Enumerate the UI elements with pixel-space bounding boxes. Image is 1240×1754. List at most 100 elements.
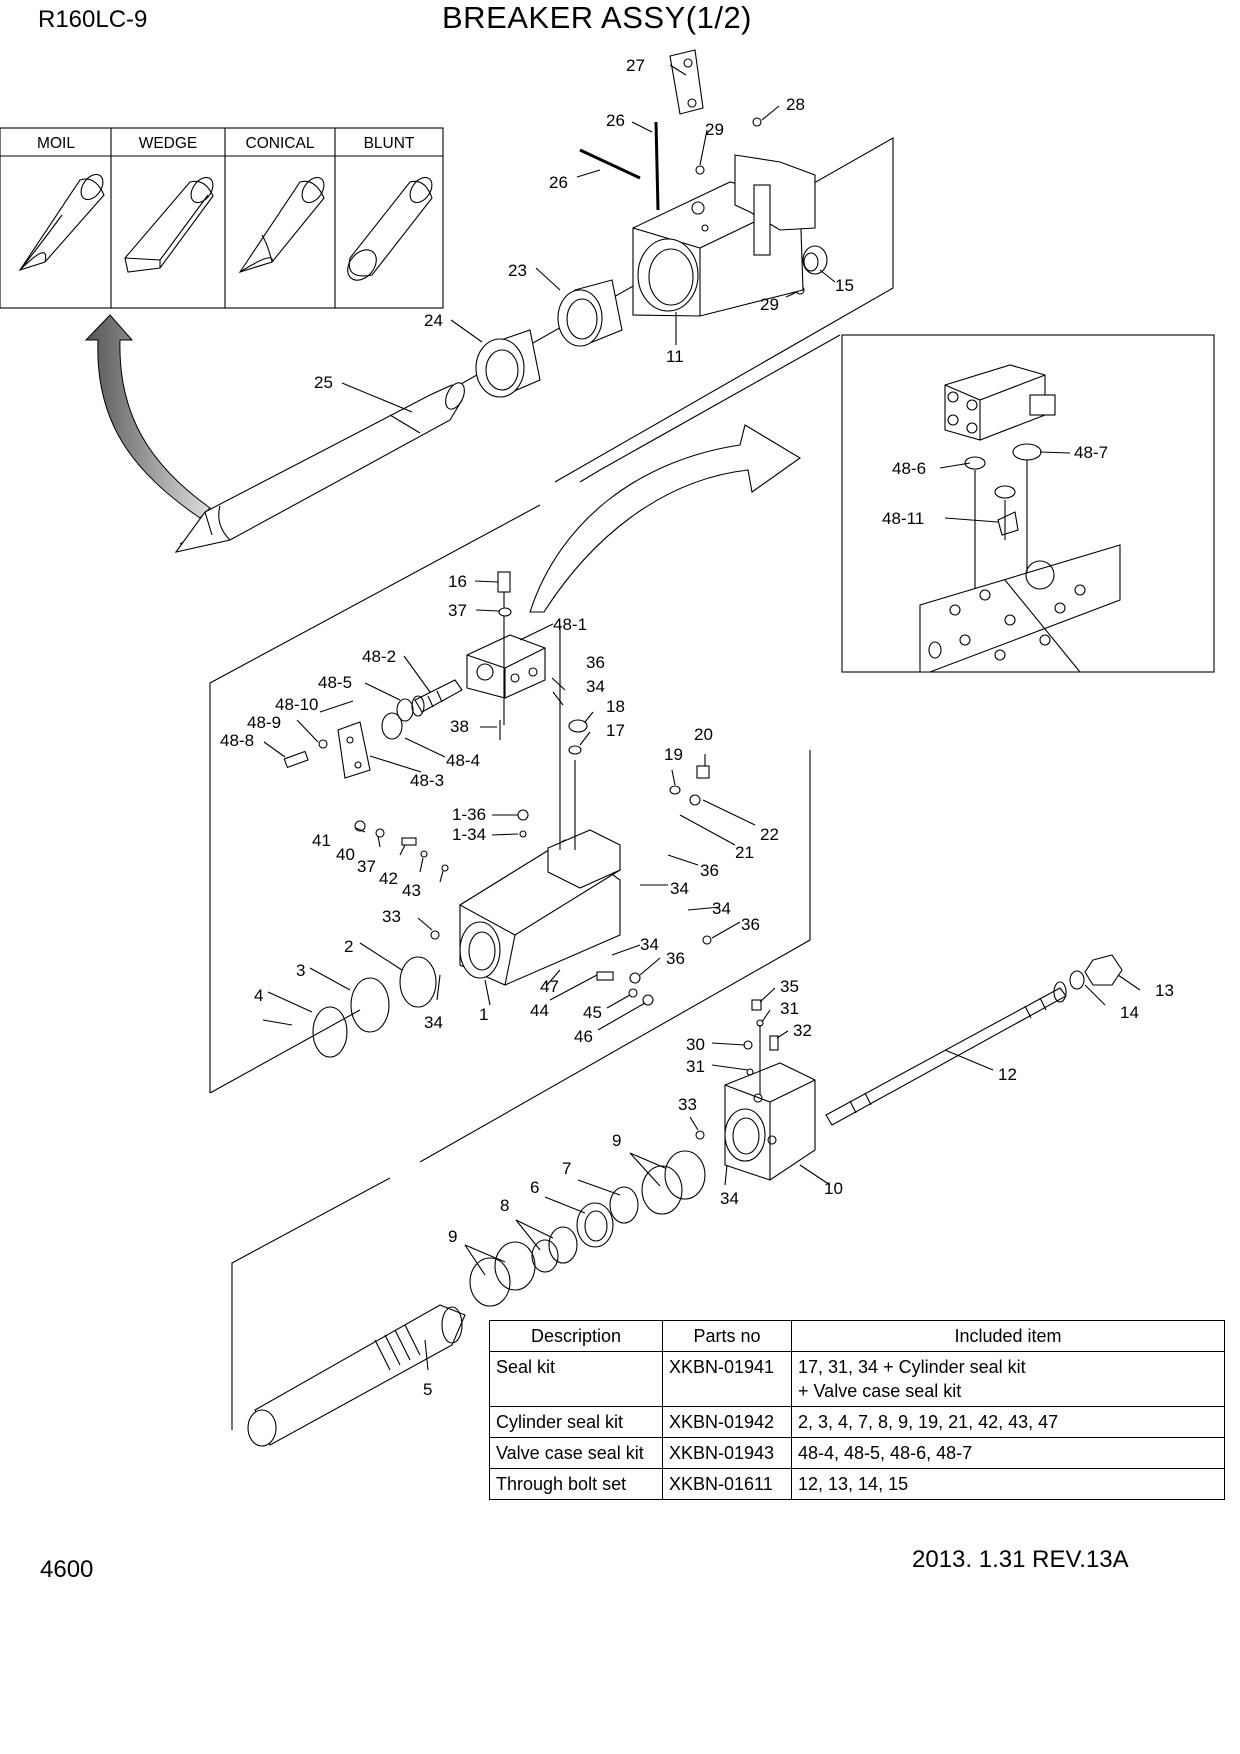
label-5: 5: [423, 1380, 432, 1399]
part-43-oring: [441, 864, 449, 872]
label-33: 33: [382, 907, 401, 926]
label-4: 4: [254, 986, 263, 1005]
part-23-bush: [557, 279, 623, 347]
label-48-1: 48-1: [553, 615, 587, 634]
label-8: 8: [500, 1196, 509, 1215]
label-48-4: 48-4: [446, 751, 480, 770]
part-8-seal-a: [548, 1226, 578, 1264]
cell-description: Seal kit: [489, 1351, 663, 1407]
part-6-seal-retainer: [576, 1202, 614, 1248]
part-20-plug: [696, 765, 710, 779]
upper-plane-outline: [179, 137, 894, 545]
table-row: Cylinder seal kit XKBN-01942 2, 3, 4, 7,…: [489, 1406, 1225, 1438]
label-21: 21: [735, 843, 754, 862]
label-48-6: 48-6: [892, 459, 926, 478]
model-number: R160LC-9: [38, 6, 148, 33]
tool-type-wedge: WEDGE: [139, 135, 198, 152]
label-16: 16: [448, 572, 467, 591]
part-5-piston: [247, 1304, 466, 1447]
col-description: Description: [489, 1320, 663, 1352]
label-29: 29: [760, 295, 779, 314]
part-35-plug: [751, 999, 762, 1011]
cell-parts-no: XKBN-01941: [662, 1351, 792, 1407]
part-36-plug-right: [702, 935, 712, 945]
part-15-bushing: [802, 245, 828, 275]
curved-arrow-to-tools-icon: [84, 314, 211, 519]
seal-kit-table: Description Parts no Included item Seal …: [489, 1320, 1225, 1500]
part-48-3-cover: [337, 721, 371, 779]
label-29: 29: [705, 120, 724, 139]
label-35: 35: [780, 977, 799, 996]
cell-included: 2, 3, 4, 7, 8, 9, 19, 21, 42, 43, 47: [791, 1406, 1225, 1438]
part-12-through-bolt: [825, 981, 1067, 1126]
part-42-oring: [420, 850, 428, 858]
label-32: 32: [793, 1021, 812, 1040]
part-1-34-oring: [519, 830, 527, 838]
label-9: 9: [448, 1227, 457, 1246]
part-33-plug-b: [695, 1130, 705, 1140]
label-43: 43: [402, 881, 421, 900]
lower-plane-outline: [231, 1177, 391, 1430]
part-46-nut: [642, 994, 654, 1006]
part-11-front-head: [632, 154, 816, 317]
label-34: 34: [712, 899, 731, 918]
label-6: 6: [530, 1178, 539, 1197]
part-30-plug: [743, 1040, 753, 1050]
page-number: 4600: [40, 1556, 94, 1583]
label-36: 36: [586, 653, 605, 672]
part-26-pin-horizontal: [579, 148, 641, 180]
part-48-1-valve-block: [466, 634, 546, 699]
part-14-washer: [1069, 970, 1085, 990]
wedge-tip-drawing: [124, 176, 214, 273]
label-10: 10: [824, 1179, 843, 1198]
label-48-8: 48-8: [220, 731, 254, 750]
label-34: 34: [640, 935, 659, 954]
part-3-seal: [350, 977, 390, 1033]
label-14: 14: [1120, 1003, 1139, 1022]
part-31-oring-b: [746, 1068, 754, 1076]
part-45-washer: [628, 988, 638, 998]
label-22: 22: [760, 825, 779, 844]
part-4-seal: [312, 1006, 348, 1058]
cell-description: Valve case seal kit: [489, 1437, 663, 1469]
part-37-washer: [498, 607, 512, 617]
label-3: 3: [296, 961, 305, 980]
part-27-plate: [669, 49, 704, 115]
label-42: 42: [379, 869, 398, 888]
label-34: 34: [670, 879, 689, 898]
part-29-plug: [695, 165, 705, 175]
part-48-9-washer: [318, 739, 328, 749]
part-32-plug: [769, 1035, 779, 1051]
cell-included: 17, 31, 34 + Cylinder seal kit + Valve c…: [791, 1351, 1225, 1407]
cell-included-line1: 17, 31, 34 + Cylinder seal kit: [798, 1357, 1026, 1377]
label-41: 41: [312, 831, 331, 850]
part-48-8-bolt: [283, 750, 309, 769]
cell-description: Through bolt set: [489, 1468, 663, 1500]
label-15: 15: [835, 276, 854, 295]
table-row: Through bolt set XKBN-01611 12, 13, 14, …: [489, 1468, 1225, 1500]
part-1-cylinder: [458, 829, 622, 986]
label-30: 30: [686, 1035, 705, 1054]
label-48-3: 48-3: [410, 771, 444, 790]
label-38: 38: [450, 717, 469, 736]
label-45: 45: [583, 1003, 602, 1022]
page-title: BREAKER ASSY(1/2): [442, 0, 753, 35]
tool-type-moil: MOIL: [37, 135, 75, 152]
part-1-36-plug: [517, 809, 529, 821]
label-47: 47: [540, 977, 559, 996]
label-46: 46: [574, 1027, 593, 1046]
part-2-seal: [399, 956, 437, 1008]
part-7-seal: [609, 1186, 639, 1224]
tool-type-conical: CONICAL: [246, 135, 315, 152]
label-12: 12: [998, 1065, 1017, 1084]
label-34: 34: [586, 677, 605, 696]
label-31: 31: [780, 999, 799, 1018]
label-48-7: 48-7: [1074, 443, 1108, 462]
label-11: 11: [666, 347, 684, 366]
label-48-9: 48-9: [247, 713, 281, 732]
label-25: 25: [314, 373, 333, 392]
curved-arrow-to-inset-icon: [529, 424, 802, 613]
revision-date: 2013. 1.31 REV.13A: [912, 1546, 1129, 1573]
part-17-oring: [568, 745, 582, 755]
